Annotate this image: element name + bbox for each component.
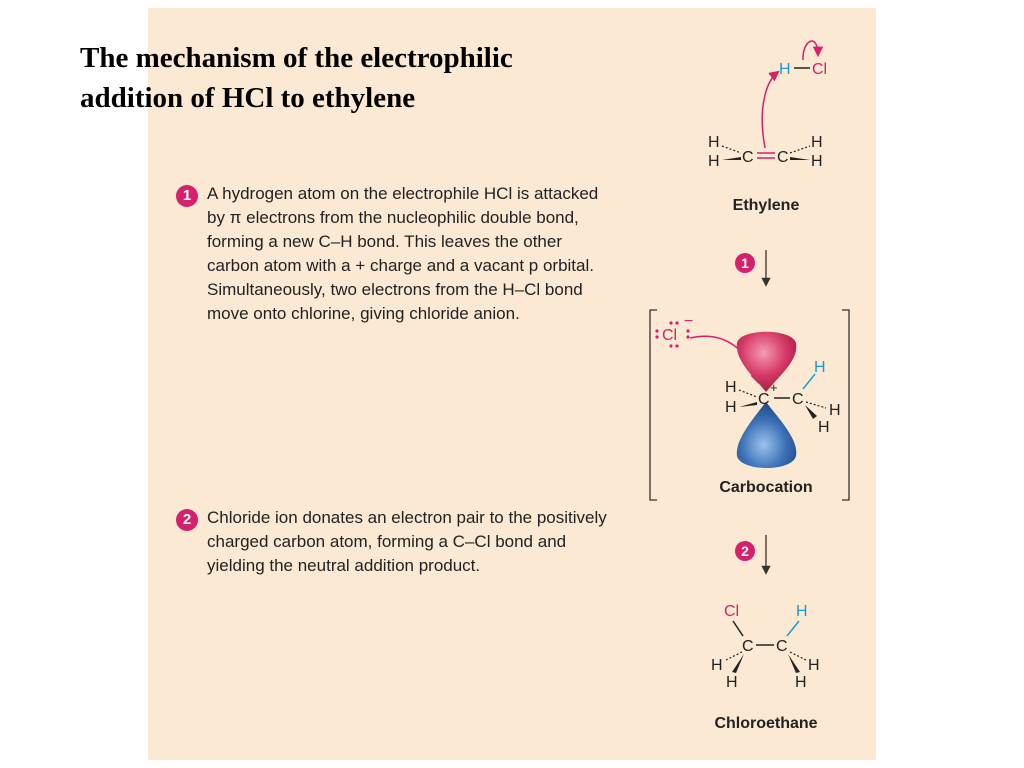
left-bracket [649,309,657,501]
chloroethane-c-h-bond [786,620,800,637]
step-2-marker-circle [735,541,755,561]
lone-pair-dot [686,335,690,339]
ethylene-dash-bond-2 [789,145,811,154]
carbocation-dash-bond-2 [805,401,827,409]
carbocation-new-h: H [814,359,826,376]
ethylene-h-3: H [811,134,823,151]
step-1-marker-number: 1 [741,255,749,271]
hcl-bond-electron-arrow [802,40,824,61]
chloroethane-dash-bond-1 [725,651,743,661]
p-orbital-lower-lobe [736,402,797,468]
ethylene-dash-bond-1 [721,145,742,154]
carbocation-h-4: H [818,419,830,436]
pi-electron-arrow [761,70,780,149]
ethylene-c-2: C [777,149,789,166]
lone-pair-dot [669,321,673,325]
hcl-h-atom: H [779,61,791,78]
lone-pair-dot [669,344,673,348]
carbocation-charge: + [770,380,778,395]
step-2-marker-number: 2 [741,543,749,559]
right-bracket [842,309,850,501]
lone-pair-dot [686,329,690,333]
chloroethane-h-3: H [808,657,820,674]
chloroethane-c-cl-bond [732,620,744,637]
carbocation-wedge-bond-2 [805,405,817,419]
chloroethane-label: Chloroethane [714,715,817,732]
ethylene-h-4: H [811,153,823,170]
carbocation-new-ch-bond [802,373,816,390]
carbocation-h-1: H [725,379,737,396]
lone-pair-dot [655,335,659,339]
chloroethane-new-h: H [796,603,808,620]
ethylene-label: Ethylene [733,197,800,214]
ethylene-c-1: C [742,149,754,166]
carbocation-c-plus: C [758,391,770,408]
carbocation-molecule: H H C + C H H H [725,359,841,436]
chloride-cl-atom: Cl [662,327,677,344]
carbocation-c-2: C [792,391,804,408]
chloroethane-molecule: Cl H C C H H H H [711,603,820,691]
lone-pair-dot [675,344,679,348]
p-orbital-upper-lobe [736,331,797,392]
slide-title: The mechanism of the electrophilic addit… [80,42,513,114]
step-2-text: Chloride ion donates an electron pair to… [207,508,607,575]
ethylene-wedge-bond-2 [790,157,810,160]
carbocation-h-3: H [829,402,841,419]
step-1-badge: 1 [176,185,198,207]
chloroethane-h-1: H [711,657,723,674]
hcl-molecule: H Cl [779,40,827,78]
hcl-cl-atom: Cl [812,61,827,78]
ethylene-h-1: H [708,134,720,151]
carbocation-dash-bond-1 [738,389,758,398]
chloroethane-c-1: C [742,638,754,655]
carbocation-wedge-bond-1 [739,402,757,407]
chloroethane-cl-atom: Cl [724,603,739,620]
carbocation-label: Carbocation [719,479,812,496]
chloride-charge: − [684,313,693,330]
lone-pair-dot [655,329,659,333]
ethylene-wedge-bond-1 [722,157,741,160]
step-1-text: A hydrogen atom on the electrophile HCl … [207,184,599,323]
chloride-anion: Cl − [655,313,693,348]
carbocation-h-2: H [725,399,737,416]
chloroethane-wedge-bond-2 [788,654,800,673]
chloroethane-h-4: H [795,674,807,691]
ethylene-h-2: H [708,153,720,170]
lone-pair-dot [675,321,679,325]
step-2-badge: 2 [176,509,198,531]
chloroethane-h-2: H [726,674,738,691]
chloroethane-c-2: C [776,638,788,655]
step-1-marker-circle [735,253,755,273]
chloroethane-dash-bond-2 [789,651,807,661]
ethylene-molecule: H H C C H H [708,134,823,170]
chloroethane-wedge-bond-1 [732,654,744,673]
